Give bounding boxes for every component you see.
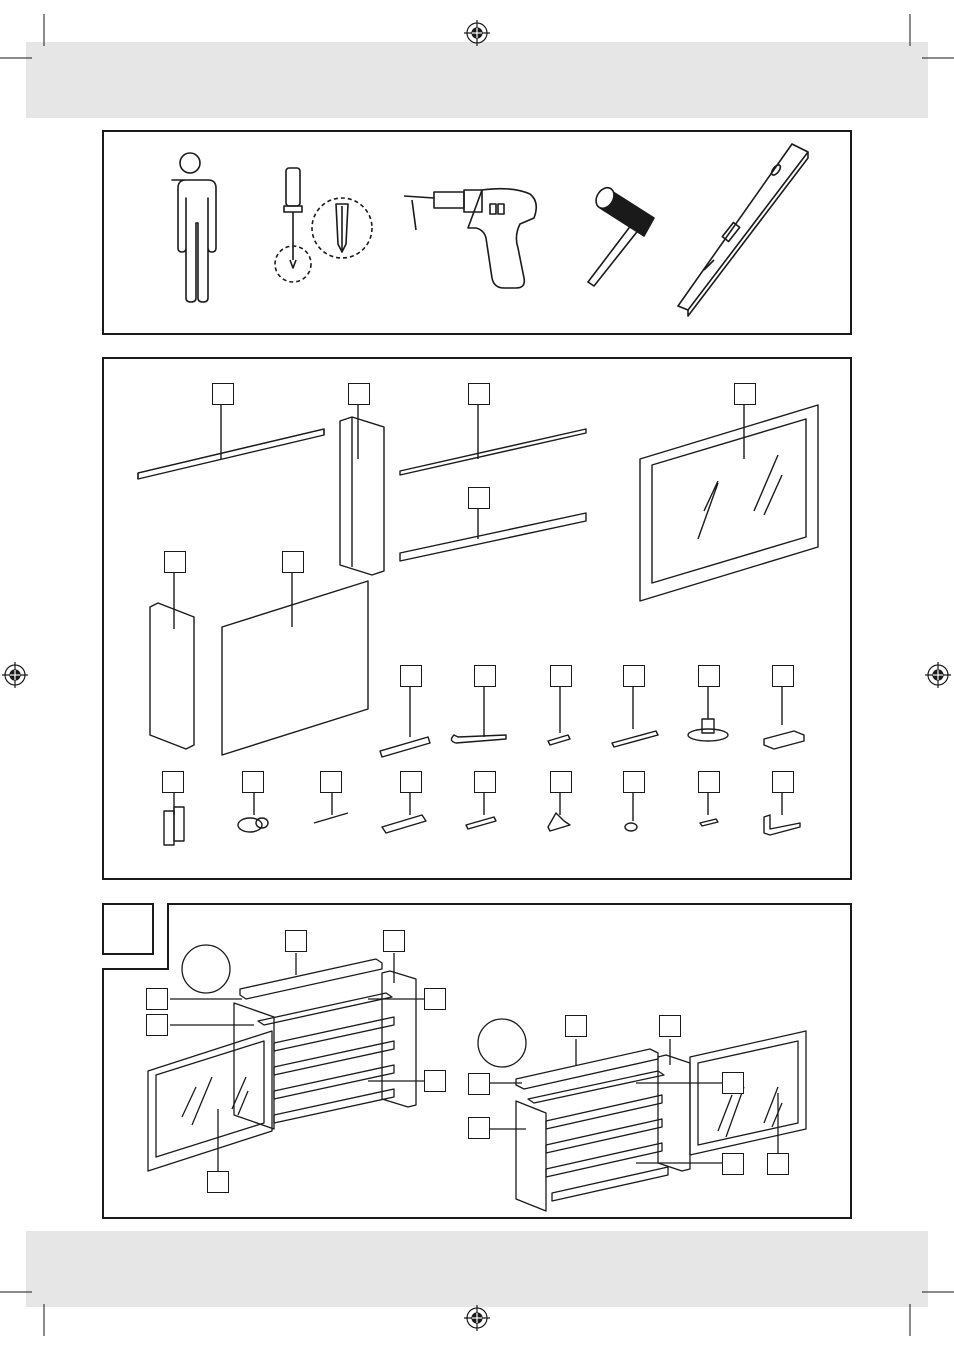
wall-plug-icon [382, 791, 426, 833]
part-label-box [698, 771, 720, 793]
part-label-box [468, 487, 490, 509]
back-panel [222, 571, 368, 755]
person-icon [172, 153, 216, 302]
part-label-box [550, 665, 572, 687]
nail-icon [314, 791, 348, 823]
part-label-box [146, 988, 168, 1010]
part-label-box [767, 1153, 789, 1175]
part-label-box [734, 383, 756, 405]
side-panel-short [150, 571, 194, 749]
part-label-box [207, 1171, 229, 1193]
long-screw-icon [612, 685, 658, 747]
part-label-box [282, 551, 304, 573]
shelf-board [400, 499, 586, 561]
part-label-box [400, 665, 422, 687]
part-label-box [468, 383, 490, 405]
angle-bracket-icon [764, 791, 800, 835]
mirror-door [640, 393, 818, 601]
part-label-box [722, 1153, 744, 1175]
dowel-cap-icon [688, 685, 728, 741]
part-label-box [424, 1070, 446, 1092]
part-label-box [474, 771, 496, 793]
part-label-box [698, 665, 720, 687]
assembly-left-icon [148, 945, 424, 1171]
parts-panel [102, 357, 852, 880]
spirit-level-icon [678, 144, 808, 316]
part-label-box [400, 771, 422, 793]
parts-illustration [104, 359, 850, 878]
part-label-box [468, 1117, 490, 1139]
part-label-box [348, 383, 370, 405]
part-label-box [474, 665, 496, 687]
step-number-box [103, 904, 153, 954]
part-label-box [468, 1073, 490, 1095]
allen-key-icon [451, 685, 506, 743]
part-label-box [623, 771, 645, 793]
mounting-bracket-icon [764, 685, 804, 749]
side-panel [340, 395, 384, 575]
screwdriver-icon [275, 168, 372, 282]
hinge-plate-icon [164, 791, 184, 845]
part-label-box [285, 930, 307, 952]
glass-shelf [400, 395, 586, 475]
cam-lock-icon [238, 791, 268, 832]
top-board [138, 395, 324, 479]
wall-plug-screw-icon [380, 685, 430, 757]
part-label-box [772, 665, 794, 687]
tools-panel [102, 130, 852, 335]
part-label-box [383, 930, 405, 952]
assembly-step-panel [102, 903, 852, 1219]
tools-illustration [104, 132, 850, 333]
shelf-support-icon [548, 791, 570, 831]
part-label-box [164, 551, 186, 573]
small-screw-icon [700, 791, 718, 826]
part-label-box [550, 771, 572, 793]
mallet-icon [588, 184, 654, 286]
short-screw-icon [548, 685, 570, 745]
part-label-box [565, 1015, 587, 1037]
part-label-box [623, 665, 645, 687]
part-label-box [659, 1015, 681, 1037]
part-label-box [772, 771, 794, 793]
part-label-box [162, 771, 184, 793]
part-label-box [320, 771, 342, 793]
wood-screw-icon [466, 791, 496, 829]
part-label-box [242, 771, 264, 793]
part-label-box [424, 988, 446, 1010]
part-label-box [146, 1014, 168, 1036]
assembly-right-icon [478, 1019, 806, 1211]
part-label-box [722, 1072, 744, 1094]
washer-icon [625, 791, 637, 831]
part-label-box [212, 383, 234, 405]
drill-icon [404, 189, 536, 288]
